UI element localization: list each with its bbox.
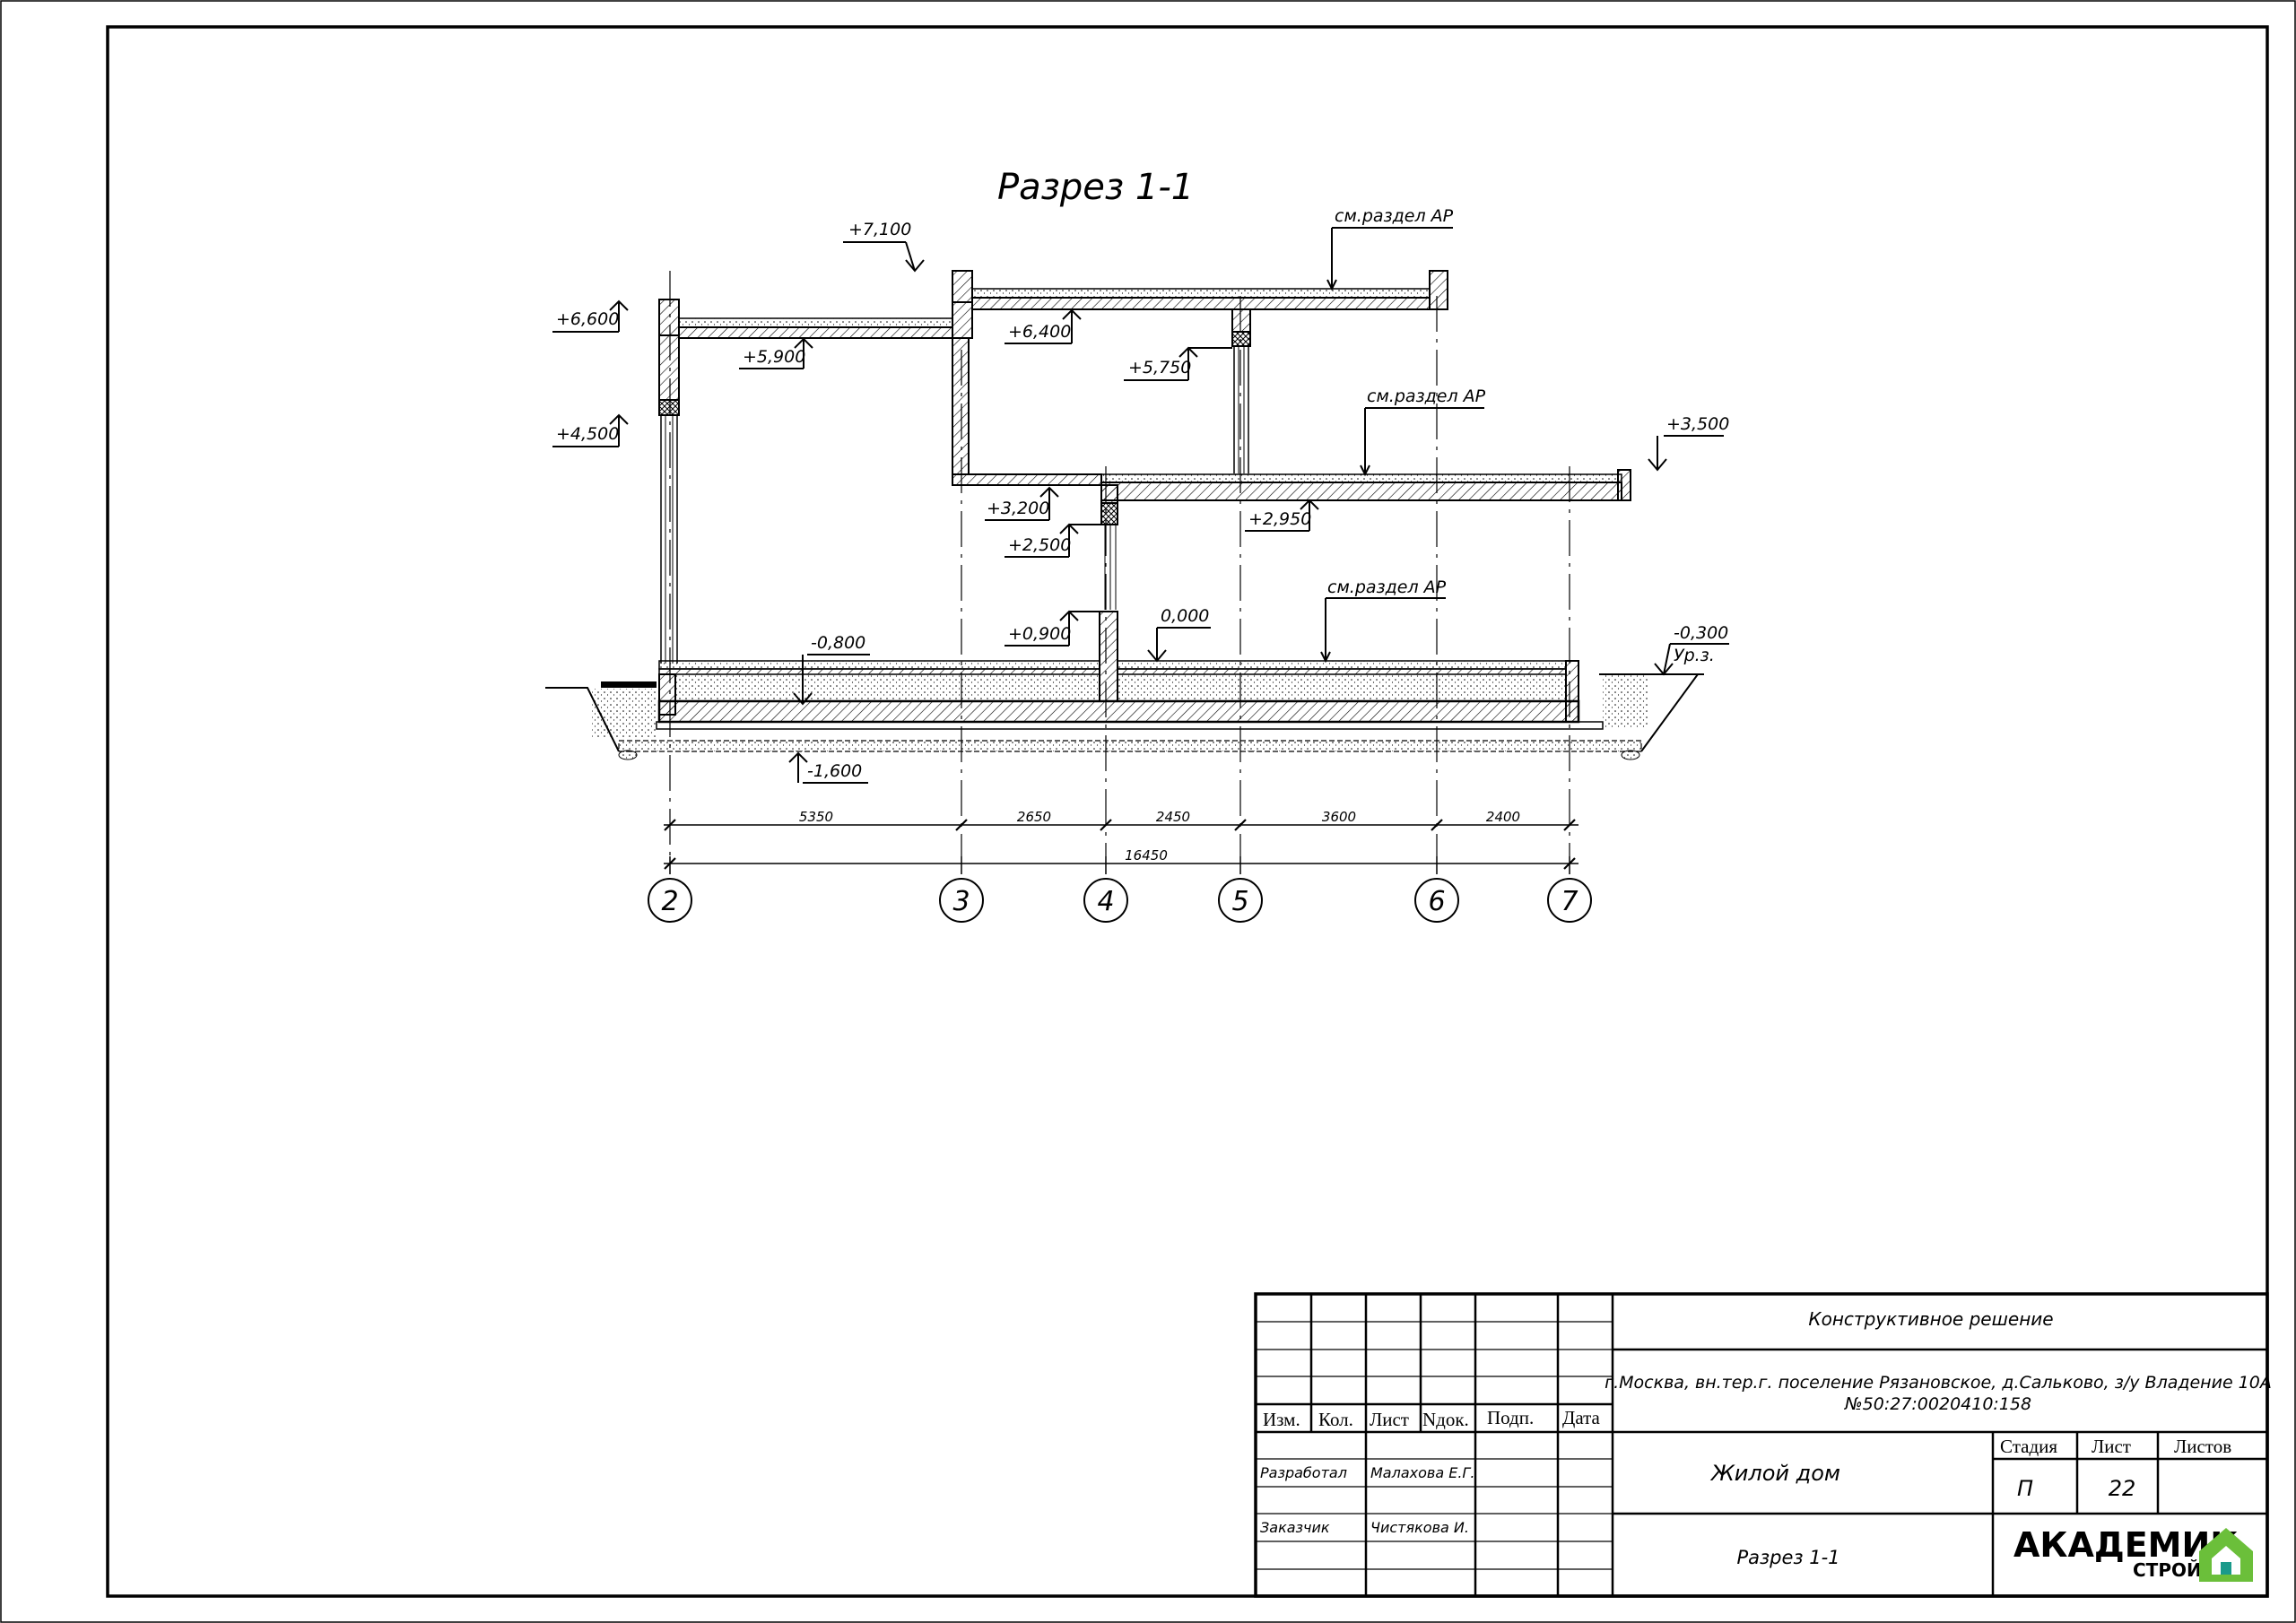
svg-text:5: 5 [1231,886,1248,917]
sheet-label: Лист [2092,1436,2131,1457]
parapet-right-upper [1429,270,1448,310]
axis-bubble-5 [1218,878,1263,923]
header-izm: Изм. [1263,1409,1300,1430]
wall-left-upper [658,299,680,336]
axis-bubble-2 [648,878,692,923]
svg-text:+5,750: +5,750 [1128,358,1191,378]
svg-text:+3,200: +3,200 [987,499,1049,518]
title-block: Изм. Кол. Лист Nдок. Подп. Дата Стадия Л… [1254,1292,2272,1598]
svg-text:+7,100: +7,100 [848,220,911,239]
wall-axis3-parapet [952,270,973,303]
svg-text:4: 4 [1097,886,1114,917]
wall-left-beam [658,399,680,416]
sheet-value: 22 [2109,1476,2136,1501]
axis-bubble-6 [1414,878,1459,923]
roof-slab-left [678,317,953,328]
svg-text:0,000: 0,000 [1161,606,1209,626]
section-name: Конструктивное решение [1808,1308,2053,1330]
company-logo: АКАДЕМИК СТРОЙ [2013,1525,2253,1582]
roof-slab-upper [971,288,1431,299]
svg-text:-0,800: -0,800 [811,633,865,653]
foundation-slab [657,699,1580,724]
sheet-frame [106,25,2269,1598]
address-line2: №50:27:0020410:158 [1844,1394,2031,1414]
object-name: Жилой дом [1709,1461,1840,1486]
axis-labels: 2 3 4 5 6 7 [661,886,1578,917]
axis-bubble-3 [939,878,984,923]
floor-right [1117,660,1567,670]
svg-text:2450: 2450 [1156,809,1190,825]
axis-bubbles [648,878,1592,923]
svg-text:см.раздел АР: см.раздел АР [1335,206,1454,226]
svg-text:6: 6 [1428,886,1445,917]
parapet-right-mid [1617,469,1631,501]
role-customer: Заказчик [1260,1519,1330,1536]
stage-value: П [2017,1476,2033,1501]
gravel-bed [618,740,1642,752]
role-developer: Разработал [1260,1464,1347,1481]
level-marks [552,227,1729,784]
svg-text:+5,900: +5,900 [743,347,805,367]
svg-text:+0,900: +0,900 [1008,624,1071,644]
header-podp: Подп. [1487,1407,1534,1428]
stage-label: Стадия [2000,1436,2057,1457]
svg-text:+3,500: +3,500 [1666,414,1729,434]
name-customer: Чистякова И. [1370,1519,1469,1536]
header-list: Лист [1370,1409,1409,1430]
svg-text:+2,950: +2,950 [1248,509,1311,529]
header-ndok: Nдок. [1422,1409,1469,1430]
svg-text:+2,500: +2,500 [1008,535,1071,555]
svg-text:3: 3 [952,886,970,917]
section-drawing [545,270,1704,856]
svg-text:см.раздел АР: см.раздел АР [1367,386,1486,406]
svg-text:2400: 2400 [1486,809,1520,825]
dimension-lines [664,819,1578,874]
house-logo-icon [2199,1528,2253,1582]
svg-text:3600: 3600 [1322,809,1356,825]
dimension-labels: 5350 2650 2450 3600 2400 16450 [799,809,1520,864]
sheets-label: Листов [2174,1436,2231,1457]
svg-text:+6,600: +6,600 [556,309,619,329]
svg-text:+4,500: +4,500 [556,424,619,444]
svg-text:Ур.з.: Ур.з. [1674,646,1715,665]
axis-bubble-7 [1547,878,1592,923]
name-developer: Малахова Е.Г. [1370,1464,1474,1481]
floor-left [658,660,1100,670]
svg-text:-1,600: -1,600 [807,761,862,781]
svg-text:5350: 5350 [799,809,833,825]
svg-text:16450: 16450 [1125,847,1168,864]
svg-text:2: 2 [661,886,678,917]
sheet-name: Разрез 1-1 [1736,1547,1839,1568]
drawing-title: Разрез 1-1 [997,167,1194,208]
svg-text:+6,400: +6,400 [1008,322,1071,342]
svg-text:7: 7 [1561,886,1578,917]
svg-text:см.раздел АР: см.раздел АР [1327,577,1447,597]
header-kol: Кол. [1318,1409,1353,1430]
axis-bubble-4 [1083,878,1128,923]
svg-text:2650: 2650 [1017,809,1051,825]
svg-text:-0,300: -0,300 [1674,623,1728,643]
logo-sub-text: СТРОЙ [2133,1559,2202,1581]
header-data: Дата [1562,1407,1601,1428]
level-labels: +7,100 +6,600 +6,400 +5,900 +5,750 +4,50… [556,206,1729,781]
address-line1: г.Москва, вн.тер.г. поселение Рязановско… [1605,1373,2272,1393]
